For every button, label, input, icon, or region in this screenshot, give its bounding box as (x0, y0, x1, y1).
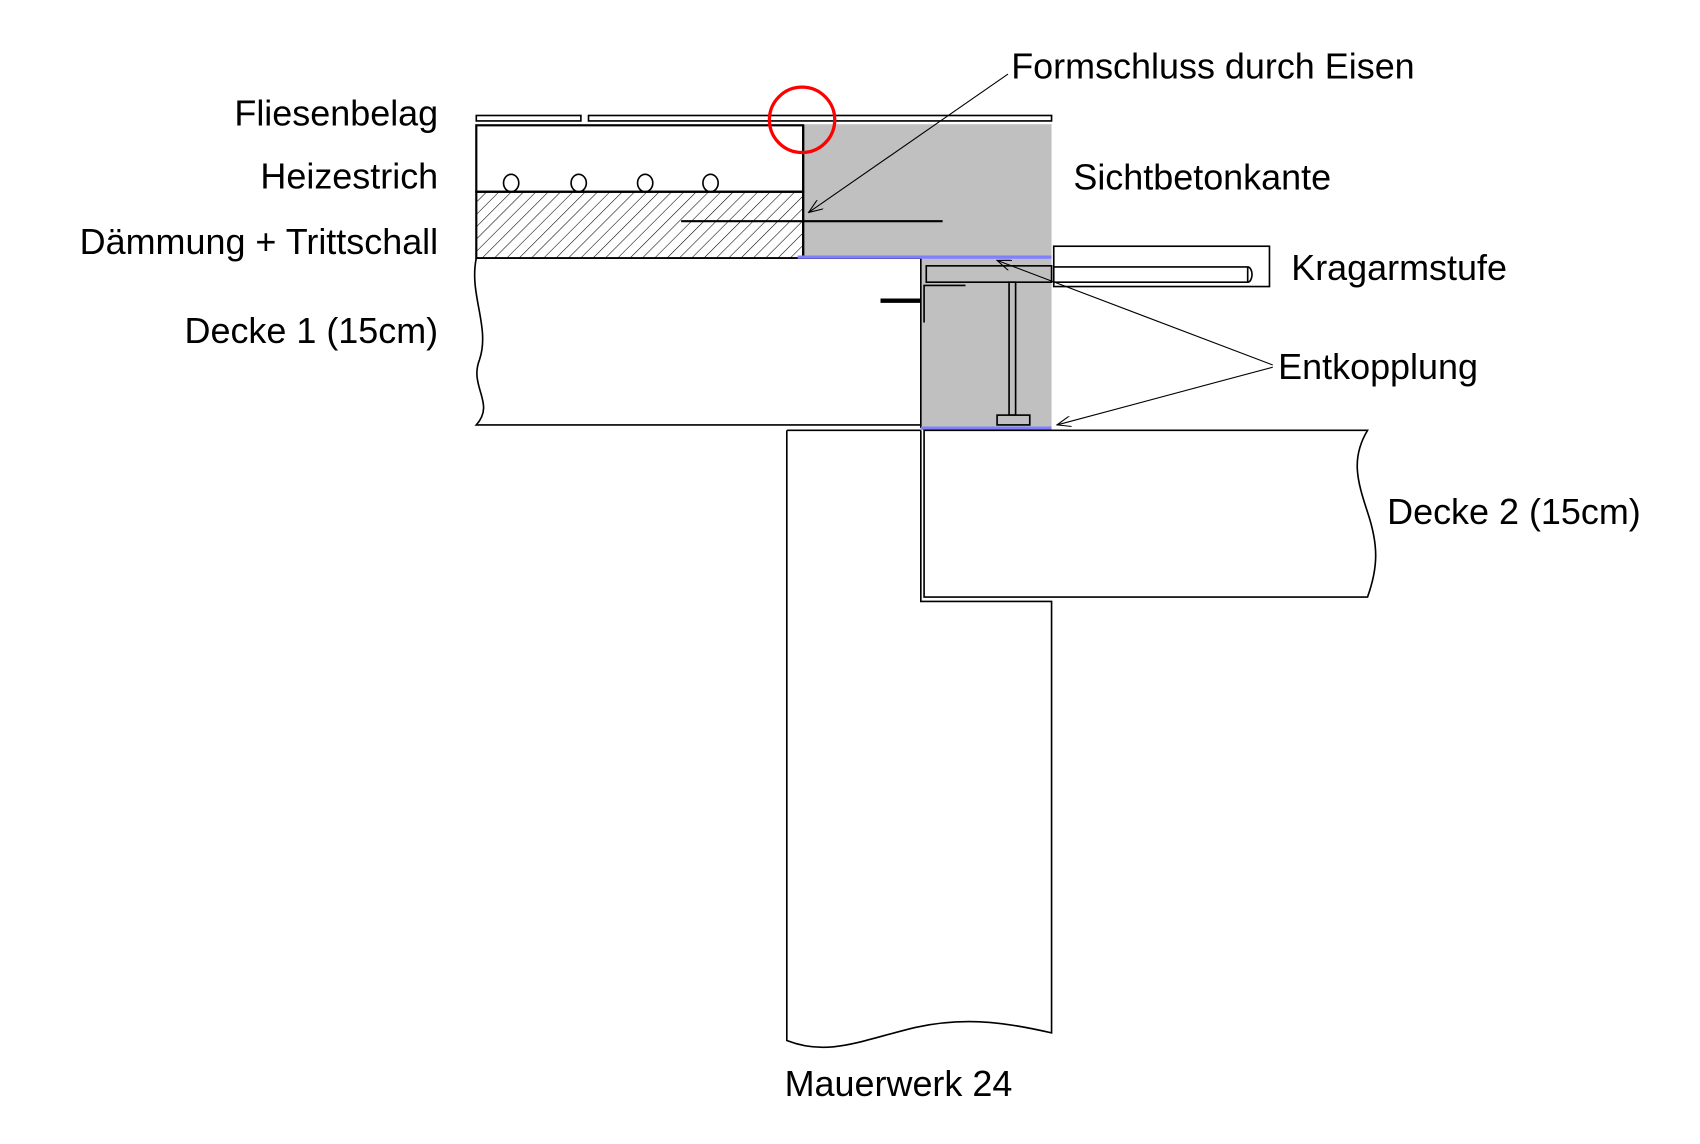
insulation-layer (475, 190, 805, 260)
label-kragarmstufe: Kragarmstufe (1291, 247, 1507, 288)
label-heizestrich: Heizestrich (260, 155, 438, 196)
exposed-concrete-edge (803, 124, 1052, 429)
label-mauerwerk: Mauerwerk 24 (785, 1063, 1013, 1104)
slab-1 (473, 257, 921, 426)
label-decke1: Decke 1 (15cm) (185, 310, 439, 351)
tile-layer (475, 114, 1053, 122)
heating-pipes (502, 173, 719, 193)
label-fliesenbelag: Fliesenbelag (234, 92, 438, 133)
label-decke2: Decke 2 (15cm) (1387, 491, 1641, 532)
label-daemmung: Dämmung + Trittschall (80, 221, 439, 262)
leader-lines (809, 73, 1273, 425)
highlight-circle (767, 85, 837, 155)
cantilever-step (1052, 245, 1271, 288)
slab-2 (923, 429, 1377, 598)
label-formschluss: Formschluss durch Eisen (1011, 45, 1414, 86)
decoupling-lines (797, 255, 1052, 430)
label-sichtbetonkante: Sichtbetonkante (1073, 157, 1331, 198)
masonry-wall (785, 430, 1053, 1049)
steel-bracket (880, 265, 1053, 426)
label-entkopplung: Entkopplung (1278, 346, 1478, 387)
